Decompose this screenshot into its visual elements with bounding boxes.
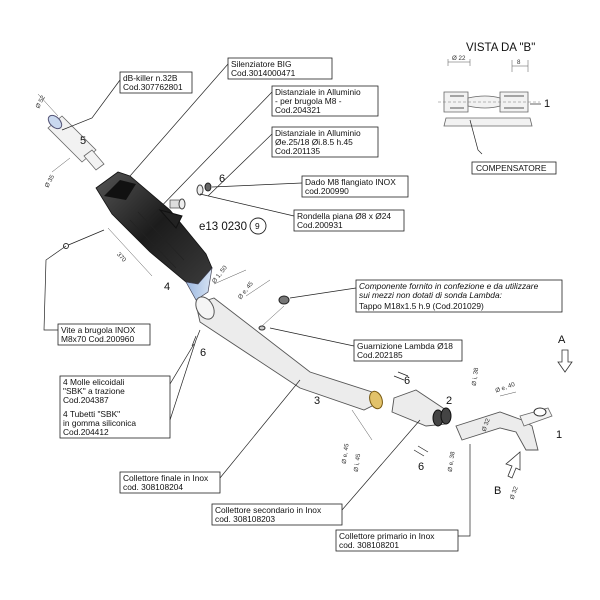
nut-code: cod.200990 (305, 186, 349, 196)
homologation-mark: e13 0230 (199, 221, 247, 233)
nut-box (301, 175, 409, 198)
arrow-b-label: B (494, 485, 501, 497)
spacer-25-line2: Øe.25/18 Øi.8.5 h.45 (275, 137, 353, 147)
spacer-m8-line2: - per brugola M8 - (275, 96, 342, 106)
dim-45-i: Ø i, 45 (353, 453, 363, 473)
washer-code: Cod.200931 (297, 220, 343, 230)
lambda-plug-line2: sui mezzi non dotati di sonda Lambda: (359, 290, 502, 300)
part-number-2: 2 (446, 395, 452, 407)
gasket-code: Cod.202185 (357, 350, 403, 360)
part-number-6-bottom: 6 (418, 461, 424, 473)
tubes-line1: 4 Tubetti "SBK" (63, 409, 120, 419)
view-b-dim-8: 8 (517, 59, 521, 66)
screw-code: M8x70 Cod.200960 (61, 334, 134, 344)
silencer-box (227, 57, 333, 80)
spacer-25-line1: Distanziale in Alluminio (275, 128, 361, 138)
lambda-plug-line3: Tappo M18x1.5 h.9 (Cod.201029) (359, 301, 484, 311)
nut-name: Dado M8 flangiato INOX (305, 177, 396, 187)
part-number-4: 4 (164, 281, 170, 293)
db-killer-part: Ø 52 Ø 35 (34, 93, 105, 189)
part-number-5: 5 (80, 135, 86, 147)
silencer-code: Cod.3014000471 (231, 68, 296, 78)
washer-name: Rondella piana Ø8 x Ø24 (297, 211, 391, 221)
db-killer-code: Cod.307762801 (123, 82, 183, 92)
dim-32-b: Ø 32 (509, 485, 520, 501)
tubes-code: Cod.204412 (63, 427, 109, 437)
dim-35: Ø 35 (44, 173, 57, 189)
final-collector-box (119, 471, 221, 494)
silencer-hardware (169, 182, 212, 210)
dim-370: 370 (115, 251, 127, 264)
spring-left (191, 329, 201, 347)
secondary-collector-name: Collettore secondario in Inox (215, 505, 322, 515)
homologation-circle-num: 9 (255, 221, 260, 231)
silencer-part: 370 (63, 171, 213, 301)
part-number-1: 1 (556, 429, 562, 441)
part-number-6-left: 6 (200, 347, 206, 359)
lambda-plug-line1: Componente fornito in confezione e da ut… (359, 281, 539, 291)
silencer-name: Silenziatore BIG (231, 59, 292, 69)
homologation-circle (249, 217, 267, 235)
primary-collector-part: Ø e, 40 Ø 32 Ø 32 (455, 381, 553, 501)
spacer-25-box (271, 126, 379, 158)
secondary-collector-part: Ø i, 45 Ø e, 45 Ø i, 38 Ø e, 38 (341, 367, 481, 473)
secondary-collector-box (211, 503, 343, 526)
primary-collector-code: cod. 308108201 (339, 540, 399, 550)
view-b-part-number: 1 (544, 98, 550, 110)
spring-bottom (413, 445, 429, 457)
dim-38-i: Ø i, 38 (471, 367, 481, 387)
arrow-a-icon (557, 349, 573, 373)
dim-45-top: Ø e, 45 (237, 280, 255, 301)
view-b-drawing: Ø 22 8 1 (438, 55, 550, 155)
part-number-3: 3 (314, 395, 320, 407)
gasket-name: Guarnizione Lambda Ø18 (357, 341, 453, 351)
screw-name: Vite a brugola INOX (61, 325, 136, 335)
view-b-dim-22: Ø 22 (452, 55, 466, 62)
spacer-m8-code: Cod.204321 (275, 105, 321, 115)
screw-box (57, 323, 151, 346)
arrow-b-icon (505, 451, 521, 479)
spacer-m8-box (271, 85, 379, 117)
arrow-a-label: A (558, 334, 566, 346)
compensatore-box (471, 161, 557, 175)
part-number-6-top: 6 (219, 173, 225, 185)
springs-code: Cod.204387 (63, 395, 109, 405)
db-killer-box (119, 71, 193, 94)
washer-box (293, 209, 405, 232)
lambda-plug-box (355, 279, 563, 313)
spacer-25-code: Cod.201135 (275, 146, 320, 156)
springs-line2: "SBK" a trazione (63, 386, 125, 396)
dim-45-e: Ø e, 45 (341, 443, 351, 465)
part-number-6-mid: 6 (404, 375, 410, 387)
final-collector-part: Ø 1, 50 Ø e, 45 (195, 264, 383, 411)
final-collector-name: Collettore finale in Inox (123, 473, 209, 483)
gasket-box (353, 339, 463, 362)
dim-38-e: Ø e, 38 (447, 451, 457, 473)
db-killer-name: dB-killer n.32B (123, 73, 178, 83)
springs-box (59, 375, 171, 439)
secondary-collector-code: cod. 308108203 (215, 514, 275, 524)
final-collector-code: cod. 308108204 (123, 482, 183, 492)
spacer-m8-line1: Distanziale in Alluminio (275, 87, 361, 97)
dim-50: Ø 1, 50 (211, 264, 229, 285)
springs-line1: 4 Molle elicoidali (63, 377, 125, 387)
primary-collector-name: Collettore primario in Inox (339, 531, 435, 541)
view-b-title: VISTA DA "B" (466, 42, 535, 54)
tubes-line2: in gomma siliconica (63, 418, 136, 428)
compensatore-label: COMPENSATORE (476, 163, 547, 173)
dim-32-a: Ø 32 (481, 417, 492, 433)
primary-collector-box (335, 529, 459, 552)
spring-mid (393, 371, 409, 381)
